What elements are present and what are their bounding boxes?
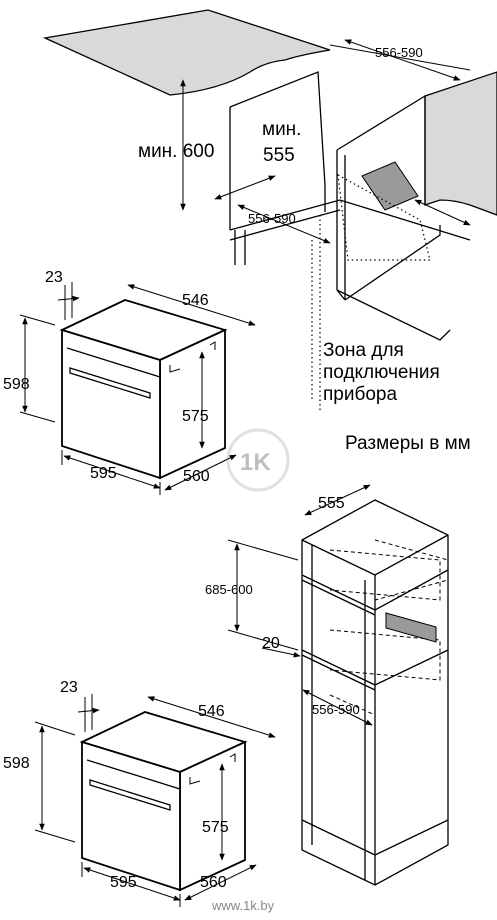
- oven-bottom-niche-height: 575: [202, 819, 229, 836]
- watermark-url: www.1k.by: [211, 898, 275, 913]
- oven-top-depth: 546: [182, 292, 209, 309]
- connection-zone-line2: подключения: [323, 362, 440, 383]
- under-counter-installation: мин. 600 мин. 555 556-590 556-590: [42, 9, 497, 410]
- width-range-bottom: 556-590: [248, 211, 296, 226]
- oven-top-niche-height: 575: [182, 408, 209, 425]
- min-depth-label: мин.: [262, 119, 301, 140]
- tall-cabinet-socket-zone: [385, 612, 437, 643]
- tall-cabinet-gap: 20: [262, 635, 280, 652]
- oven-bottom-depth: 546: [198, 703, 225, 720]
- oven-bottom-height: 598: [3, 755, 30, 772]
- watermark-logo: 1K: [226, 428, 290, 492]
- oven-top-height: 598: [3, 376, 30, 393]
- tall-cabinet-width-range: 556-590: [312, 702, 360, 717]
- connection-zone-note: Зона для подключения прибора: [323, 340, 440, 405]
- oven-bottom-width: 595: [110, 874, 137, 891]
- oven-diagram-bottom: 23 546 598 575 595 560: [3, 679, 276, 907]
- units-note: Размеры в мм: [345, 433, 471, 454]
- tall-cabinet-installation: 555 685-600 20 556-590: [205, 484, 449, 886]
- min-depth-value: 555: [263, 145, 295, 166]
- oven-bottom-panel-depth: 23: [60, 679, 78, 696]
- oven-diagram-top: 23 546 598 575 595 560: [3, 269, 256, 495]
- min-height-label: мин. 600: [138, 141, 214, 162]
- svg-text:1K: 1K: [240, 449, 271, 476]
- tall-cabinet-depth: 555: [318, 495, 345, 512]
- countertop-right: [424, 71, 497, 216]
- countertop-left: [42, 9, 331, 96]
- oven-top-panel-depth: 23: [45, 269, 63, 286]
- oven-top-total-depth: 560: [183, 468, 210, 485]
- oven-bottom-total-depth: 560: [200, 874, 227, 891]
- connection-zone-line3: прибора: [323, 384, 397, 405]
- width-range-top: 556-590: [375, 45, 423, 60]
- oven-top-width: 595: [90, 465, 117, 482]
- connection-zone-line1: Зона для: [323, 340, 404, 361]
- tall-cabinet-niche-height: 685-600: [205, 582, 253, 597]
- socket-zone: [361, 161, 419, 211]
